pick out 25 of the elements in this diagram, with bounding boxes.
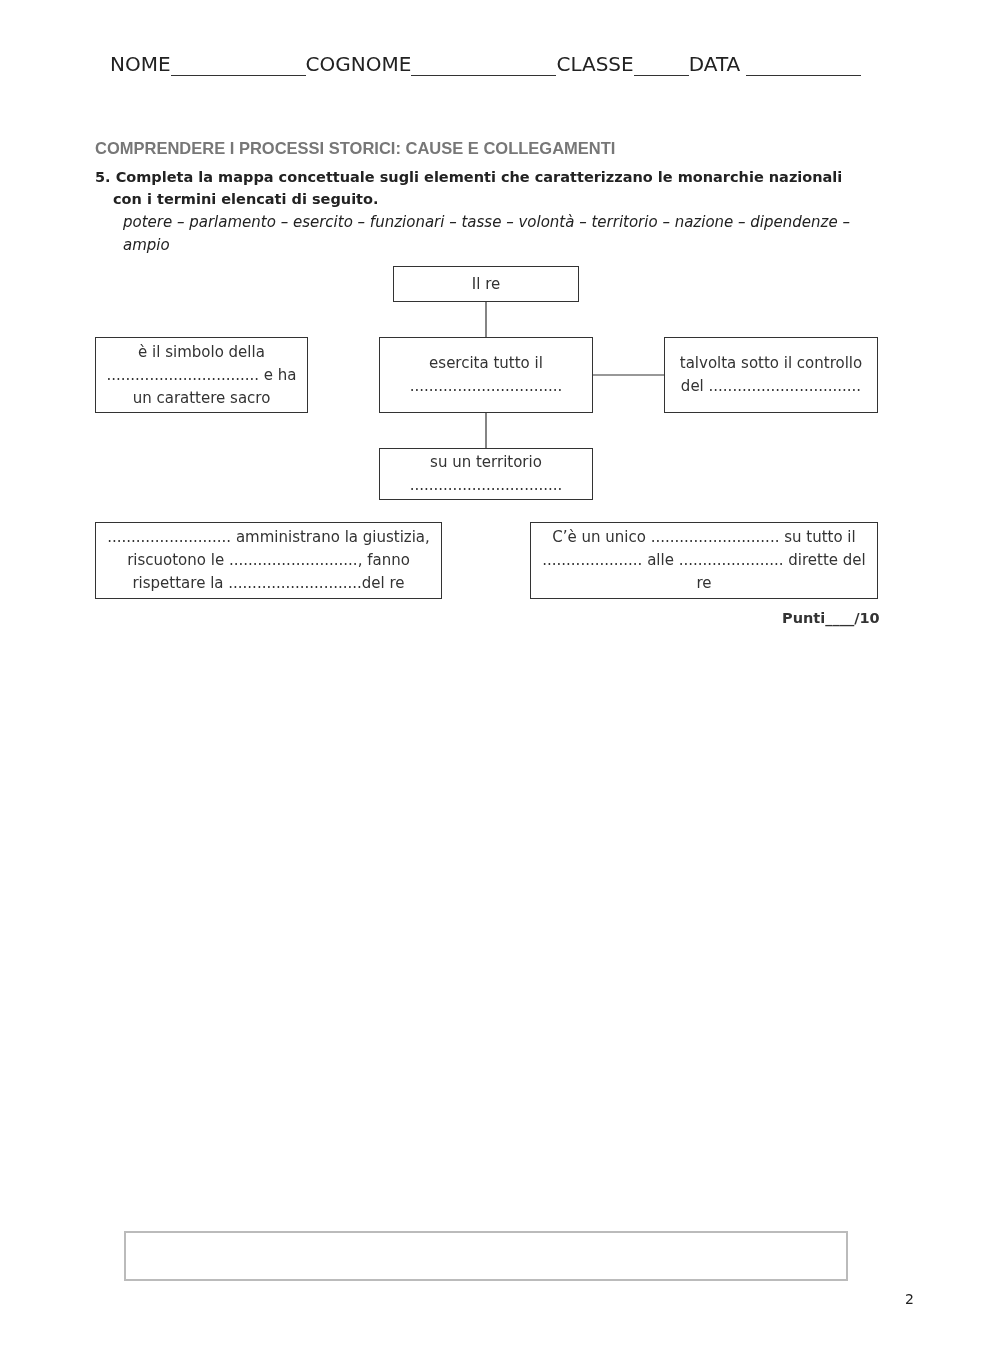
concept-text: talvolta sotto il controllo del ................................ — [678, 353, 864, 397]
concept-box — [95, 522, 442, 599]
word-list: potere – parlamento – esercito – funzionari – tasse – volontà – territorio – nazione – dipendenze – ampio — [123, 211, 883, 257]
concept-box — [664, 337, 878, 413]
connector-line — [485, 412, 487, 449]
concept-box — [379, 337, 593, 413]
connector-line — [592, 374, 665, 376]
concept-box — [95, 337, 308, 413]
concept-box — [393, 266, 579, 302]
concept-box — [530, 522, 878, 599]
concept-text: è il simbolo della ................................ e ha un carattere sacro — [106, 341, 297, 409]
concept-text: esercita tutto il ................................ — [408, 353, 564, 397]
field-label: CLASSE — [556, 52, 634, 76]
concept-text: su un territorio ................................ — [408, 452, 564, 496]
concept-box — [379, 448, 593, 500]
concept-text: C’è un unico ........................... su tutto il ..................... alle ...................... dirette del re — [541, 527, 867, 594]
concept-text: .......................... amministrano la giustizia, riscuotono le ..........................., fanno rispettare la ............................del re — [106, 527, 431, 594]
field-label: COGNOME — [305, 52, 412, 76]
connector-line — [485, 301, 487, 338]
field-label: DATA — [688, 52, 741, 76]
field-label: NOME — [110, 52, 171, 76]
page-number: 2 — [905, 1291, 914, 1307]
exercise-instruction: 5. Completa la mappa concettuale sugli elementi che caratterizzano le monarchie nazionali con i termini elencati di seguito. — [95, 168, 844, 209]
concept-text: Il re — [471, 273, 501, 295]
section-heading: COMPRENDERE I PROCESSI STORICI: CAUSE E COLLEGAMENTI — [95, 139, 616, 158]
